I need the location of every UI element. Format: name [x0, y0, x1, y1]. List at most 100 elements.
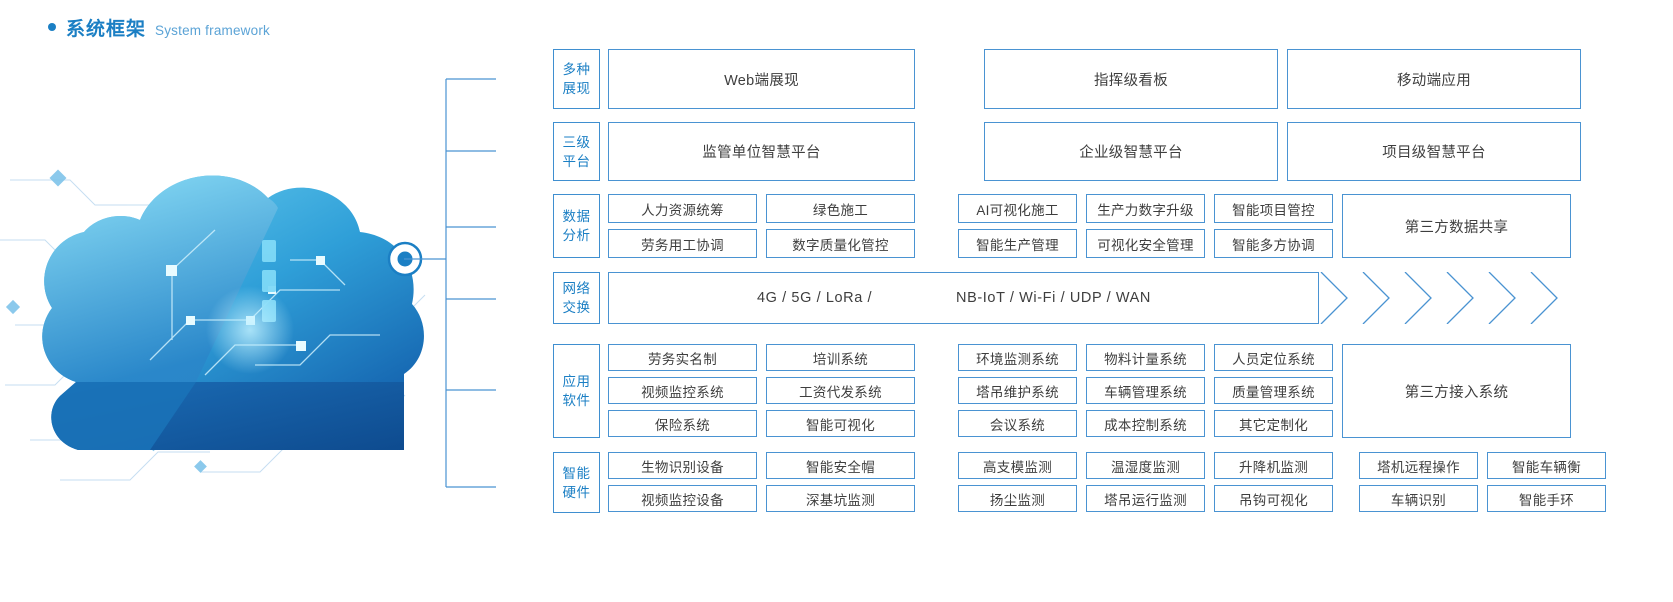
cell-hook-visualization[interactable]: 吊钩可视化	[1214, 485, 1333, 512]
cell-quality-management[interactable]: 质量管理系统	[1214, 377, 1333, 404]
grid-row: 视频监控系统 工资代发系统 塔吊维护系统 车辆管理系统 质量管理系统	[608, 377, 1333, 404]
network-protocols-box[interactable]: 4G / 5G / LoRa / NB-IoT / Wi-Fi / UDP / …	[608, 272, 1319, 324]
grid-row: 劳务实名制 培训系统 环境监测系统 物料计量系统 人员定位系统	[608, 344, 1333, 371]
cell-smart-helmet[interactable]: 智能安全帽	[766, 452, 915, 479]
cell-smart-production-mgmt[interactable]: 智能生产管理	[958, 229, 1077, 258]
cell-digital-quality-control[interactable]: 数字质量化管控	[766, 229, 915, 258]
cell-other-customization[interactable]: 其它定制化	[1214, 410, 1333, 437]
cell-productivity-digital-upgrade[interactable]: 生产力数字升级	[1086, 194, 1205, 223]
row-label-line2: 硬件	[562, 484, 591, 500]
page-title-en: System framework	[155, 23, 270, 38]
row-three-tier-platform: 三级 平台 监管单位智慧平台 企业级智慧平台 项目级智慧平台	[553, 122, 1581, 181]
cell-payroll-system[interactable]: 工资代发系统	[766, 377, 915, 404]
connector-tree	[404, 45, 504, 515]
grid-gap	[924, 229, 949, 258]
cell-smart-visualization[interactable]: 智能可视化	[766, 410, 915, 437]
cloud-illustration	[0, 120, 470, 520]
cell-green-construction[interactable]: 绿色施工	[766, 194, 915, 223]
cell-third-party-access-system[interactable]: 第三方接入系统	[1342, 344, 1571, 438]
row-label-smart-hardware: 智能 硬件	[553, 452, 600, 513]
grid-row: 劳务用工协调 数字质量化管控 智能生产管理 可视化安全管理 智能多方协调	[608, 229, 1333, 258]
row-application-software: 应用 软件 劳务实名制 培训系统 环境监测系统 物料计量系统 人员定位系统 视频…	[553, 344, 1571, 438]
cell-tower-crane-remote-operation[interactable]: 塔机远程操作	[1359, 452, 1478, 479]
cell-hr-planning[interactable]: 人力资源统筹	[608, 194, 757, 223]
cell-crane-maintenance[interactable]: 塔吊维护系统	[958, 377, 1077, 404]
cell-vehicle-management[interactable]: 车辆管理系统	[1086, 377, 1205, 404]
cell-project-platform[interactable]: 项目级智慧平台	[1287, 122, 1581, 181]
row-label-line2: 交换	[562, 300, 591, 315]
cell-video-surveillance-system[interactable]: 视频监控系统	[608, 377, 757, 404]
grid-gap	[924, 344, 949, 371]
grid-row: 视频监控设备 深基坑监测 扬尘监测 塔吊运行监测 吊钩可视化 车辆识别 智能手环	[608, 485, 1606, 512]
row-display-modes: 多种 展现 Web端展现 指挥级看板 移动端应用	[553, 49, 1581, 109]
grid-gap	[1342, 485, 1350, 512]
cell-deep-foundation-monitoring[interactable]: 深基坑监测	[766, 485, 915, 512]
grid-row: 保险系统 智能可视化 会议系统 成本控制系统 其它定制化	[608, 410, 1333, 437]
cell-smart-multiparty-coordination[interactable]: 智能多方协调	[1214, 229, 1333, 258]
page-title-cn: 系统框架	[66, 19, 147, 40]
cell-cost-control-system[interactable]: 成本控制系统	[1086, 410, 1205, 437]
grid-gap	[924, 377, 949, 404]
cell-training-system[interactable]: 培训系统	[766, 344, 915, 371]
cell-ai-visual-construction[interactable]: AI可视化施工	[958, 194, 1077, 223]
cell-personnel-positioning[interactable]: 人员定位系统	[1214, 344, 1333, 371]
row-label-line1: 智能	[562, 465, 591, 481]
cell-smart-weighbridge[interactable]: 智能车辆衡	[1487, 452, 1606, 479]
cell-temp-humidity-monitoring[interactable]: 温湿度监测	[1086, 452, 1205, 479]
chevron-arrow-group	[1319, 272, 1587, 324]
cell-labor-realname[interactable]: 劳务实名制	[608, 344, 757, 371]
cell-mobile-app[interactable]: 移动端应用	[1287, 49, 1581, 109]
row-smart-hardware: 智能 硬件 生物识别设备 智能安全帽 高支模监测 温湿度监测 升降机监测 塔机远…	[553, 452, 1606, 513]
cell-material-metering[interactable]: 物料计量系统	[1086, 344, 1205, 371]
data-analysis-grid: 人力资源统筹 绿色施工 AI可视化施工 生产力数字升级 智能项目管控 劳务用工协…	[608, 194, 1333, 258]
smart-hardware-grid: 生物识别设备 智能安全帽 高支模监测 温湿度监测 升降机监测 塔机远程操作 智能…	[608, 452, 1606, 513]
network-protocols-group-2: NB-IoT / Wi-Fi / UDP / WAN	[956, 290, 1151, 306]
row-label-three-tier-platform: 三级 平台	[553, 122, 600, 181]
row-label-line1: 网络	[562, 281, 591, 296]
cell-command-dashboard[interactable]: 指挥级看板	[984, 49, 1278, 109]
row-data-analysis: 数据 分析 人力资源统筹 绿色施工 AI可视化施工 生产力数字升级 智能项目管控…	[553, 194, 1571, 258]
row-label-line2: 平台	[562, 153, 591, 169]
cell-regulatory-platform[interactable]: 监管单位智慧平台	[608, 122, 915, 181]
row-label-application-software: 应用 软件	[553, 344, 600, 438]
grid-gap	[1342, 452, 1350, 479]
cell-insurance-system[interactable]: 保险系统	[608, 410, 757, 437]
cell-hoist-monitoring[interactable]: 升降机监测	[1214, 452, 1333, 479]
row-label-line2: 软件	[562, 393, 591, 408]
row-label-line1: 三级	[562, 134, 591, 150]
grid-row: 人力资源统筹 绿色施工 AI可视化施工 生产力数字升级 智能项目管控	[608, 194, 1333, 223]
cell-third-party-data-sharing[interactable]: 第三方数据共享	[1342, 194, 1571, 258]
cell-biometric-device[interactable]: 生物识别设备	[608, 452, 757, 479]
grid-gap	[924, 452, 949, 479]
row-label-display-modes: 多种 展现	[553, 49, 600, 109]
cell-vehicle-recognition[interactable]: 车辆识别	[1359, 485, 1478, 512]
cell-visual-safety-mgmt[interactable]: 可视化安全管理	[1086, 229, 1205, 258]
section-header: 系统框架 System framework	[48, 14, 270, 41]
cell-meeting-system[interactable]: 会议系统	[958, 410, 1077, 437]
row-network-exchange: 网络 交换 4G / 5G / LoRa / NB-IoT / Wi-Fi / …	[553, 272, 1587, 324]
cell-enterprise-platform[interactable]: 企业级智慧平台	[984, 122, 1278, 181]
row-label-line1: 应用	[562, 374, 591, 389]
cell-smart-project-control[interactable]: 智能项目管控	[1214, 194, 1333, 223]
row-label-line2: 展现	[562, 81, 591, 96]
cell-environment-monitoring[interactable]: 环境监测系统	[958, 344, 1077, 371]
row-label-network-exchange: 网络 交换	[553, 272, 600, 324]
cell-labor-coordination[interactable]: 劳务用工协调	[608, 229, 757, 258]
row-label-line1: 数据	[562, 209, 591, 224]
grid-gap	[924, 194, 949, 223]
cell-video-surveillance-device[interactable]: 视频监控设备	[608, 485, 757, 512]
row-label-data-analysis: 数据 分析	[553, 194, 600, 258]
bullet-dot-icon	[48, 23, 56, 31]
cell-dust-monitoring[interactable]: 扬尘监测	[958, 485, 1077, 512]
network-protocols-group-1: 4G / 5G / LoRa /	[757, 290, 873, 306]
cell-web-display[interactable]: Web端展现	[608, 49, 915, 109]
row-label-line2: 分析	[562, 228, 591, 243]
cell-crane-operation-monitoring[interactable]: 塔吊运行监测	[1086, 485, 1205, 512]
grid-row: 生物识别设备 智能安全帽 高支模监测 温湿度监测 升降机监测 塔机远程操作 智能…	[608, 452, 1606, 479]
grid-gap	[924, 485, 949, 512]
cell-smart-wristband[interactable]: 智能手环	[1487, 485, 1606, 512]
row-label-line1: 多种	[562, 62, 591, 77]
application-software-grid: 劳务实名制 培训系统 环境监测系统 物料计量系统 人员定位系统 视频监控系统 工…	[608, 344, 1333, 438]
cell-high-formwork-monitoring[interactable]: 高支模监测	[958, 452, 1077, 479]
